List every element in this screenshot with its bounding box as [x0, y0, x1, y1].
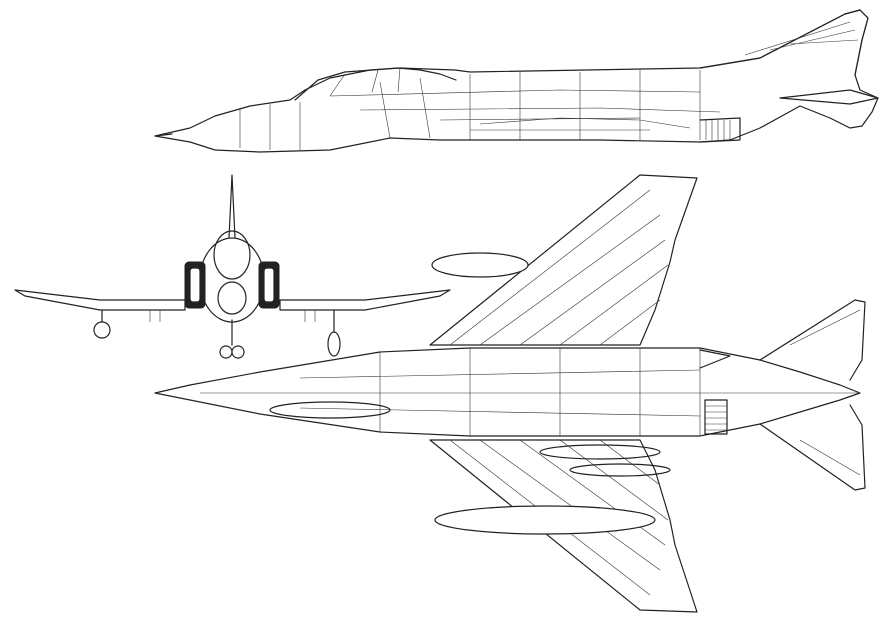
front-wing-left [14, 289, 186, 311]
top-fuel-tank-upper [431, 252, 529, 278]
top-wing-upper [429, 174, 698, 346]
front-wheel-right [327, 331, 341, 357]
front-nose-wheel-left [219, 345, 233, 359]
front-wheel-left [93, 321, 111, 339]
top-tail-lower [759, 404, 866, 491]
side-canopy [294, 67, 457, 101]
front-nose-wheel-right [231, 345, 245, 359]
top-fuel-tank-lower [434, 505, 656, 535]
top-tail-upper [759, 299, 866, 381]
front-wing-right [279, 289, 451, 311]
top-wing-lower [429, 439, 698, 613]
top-view [154, 174, 866, 613]
side-fuselage-outline [154, 9, 879, 153]
side-view [154, 9, 879, 153]
top-fuselage [154, 347, 861, 437]
side-vertical-tail [699, 9, 869, 76]
front-view [14, 174, 451, 359]
front-vertical-tail [228, 174, 236, 239]
